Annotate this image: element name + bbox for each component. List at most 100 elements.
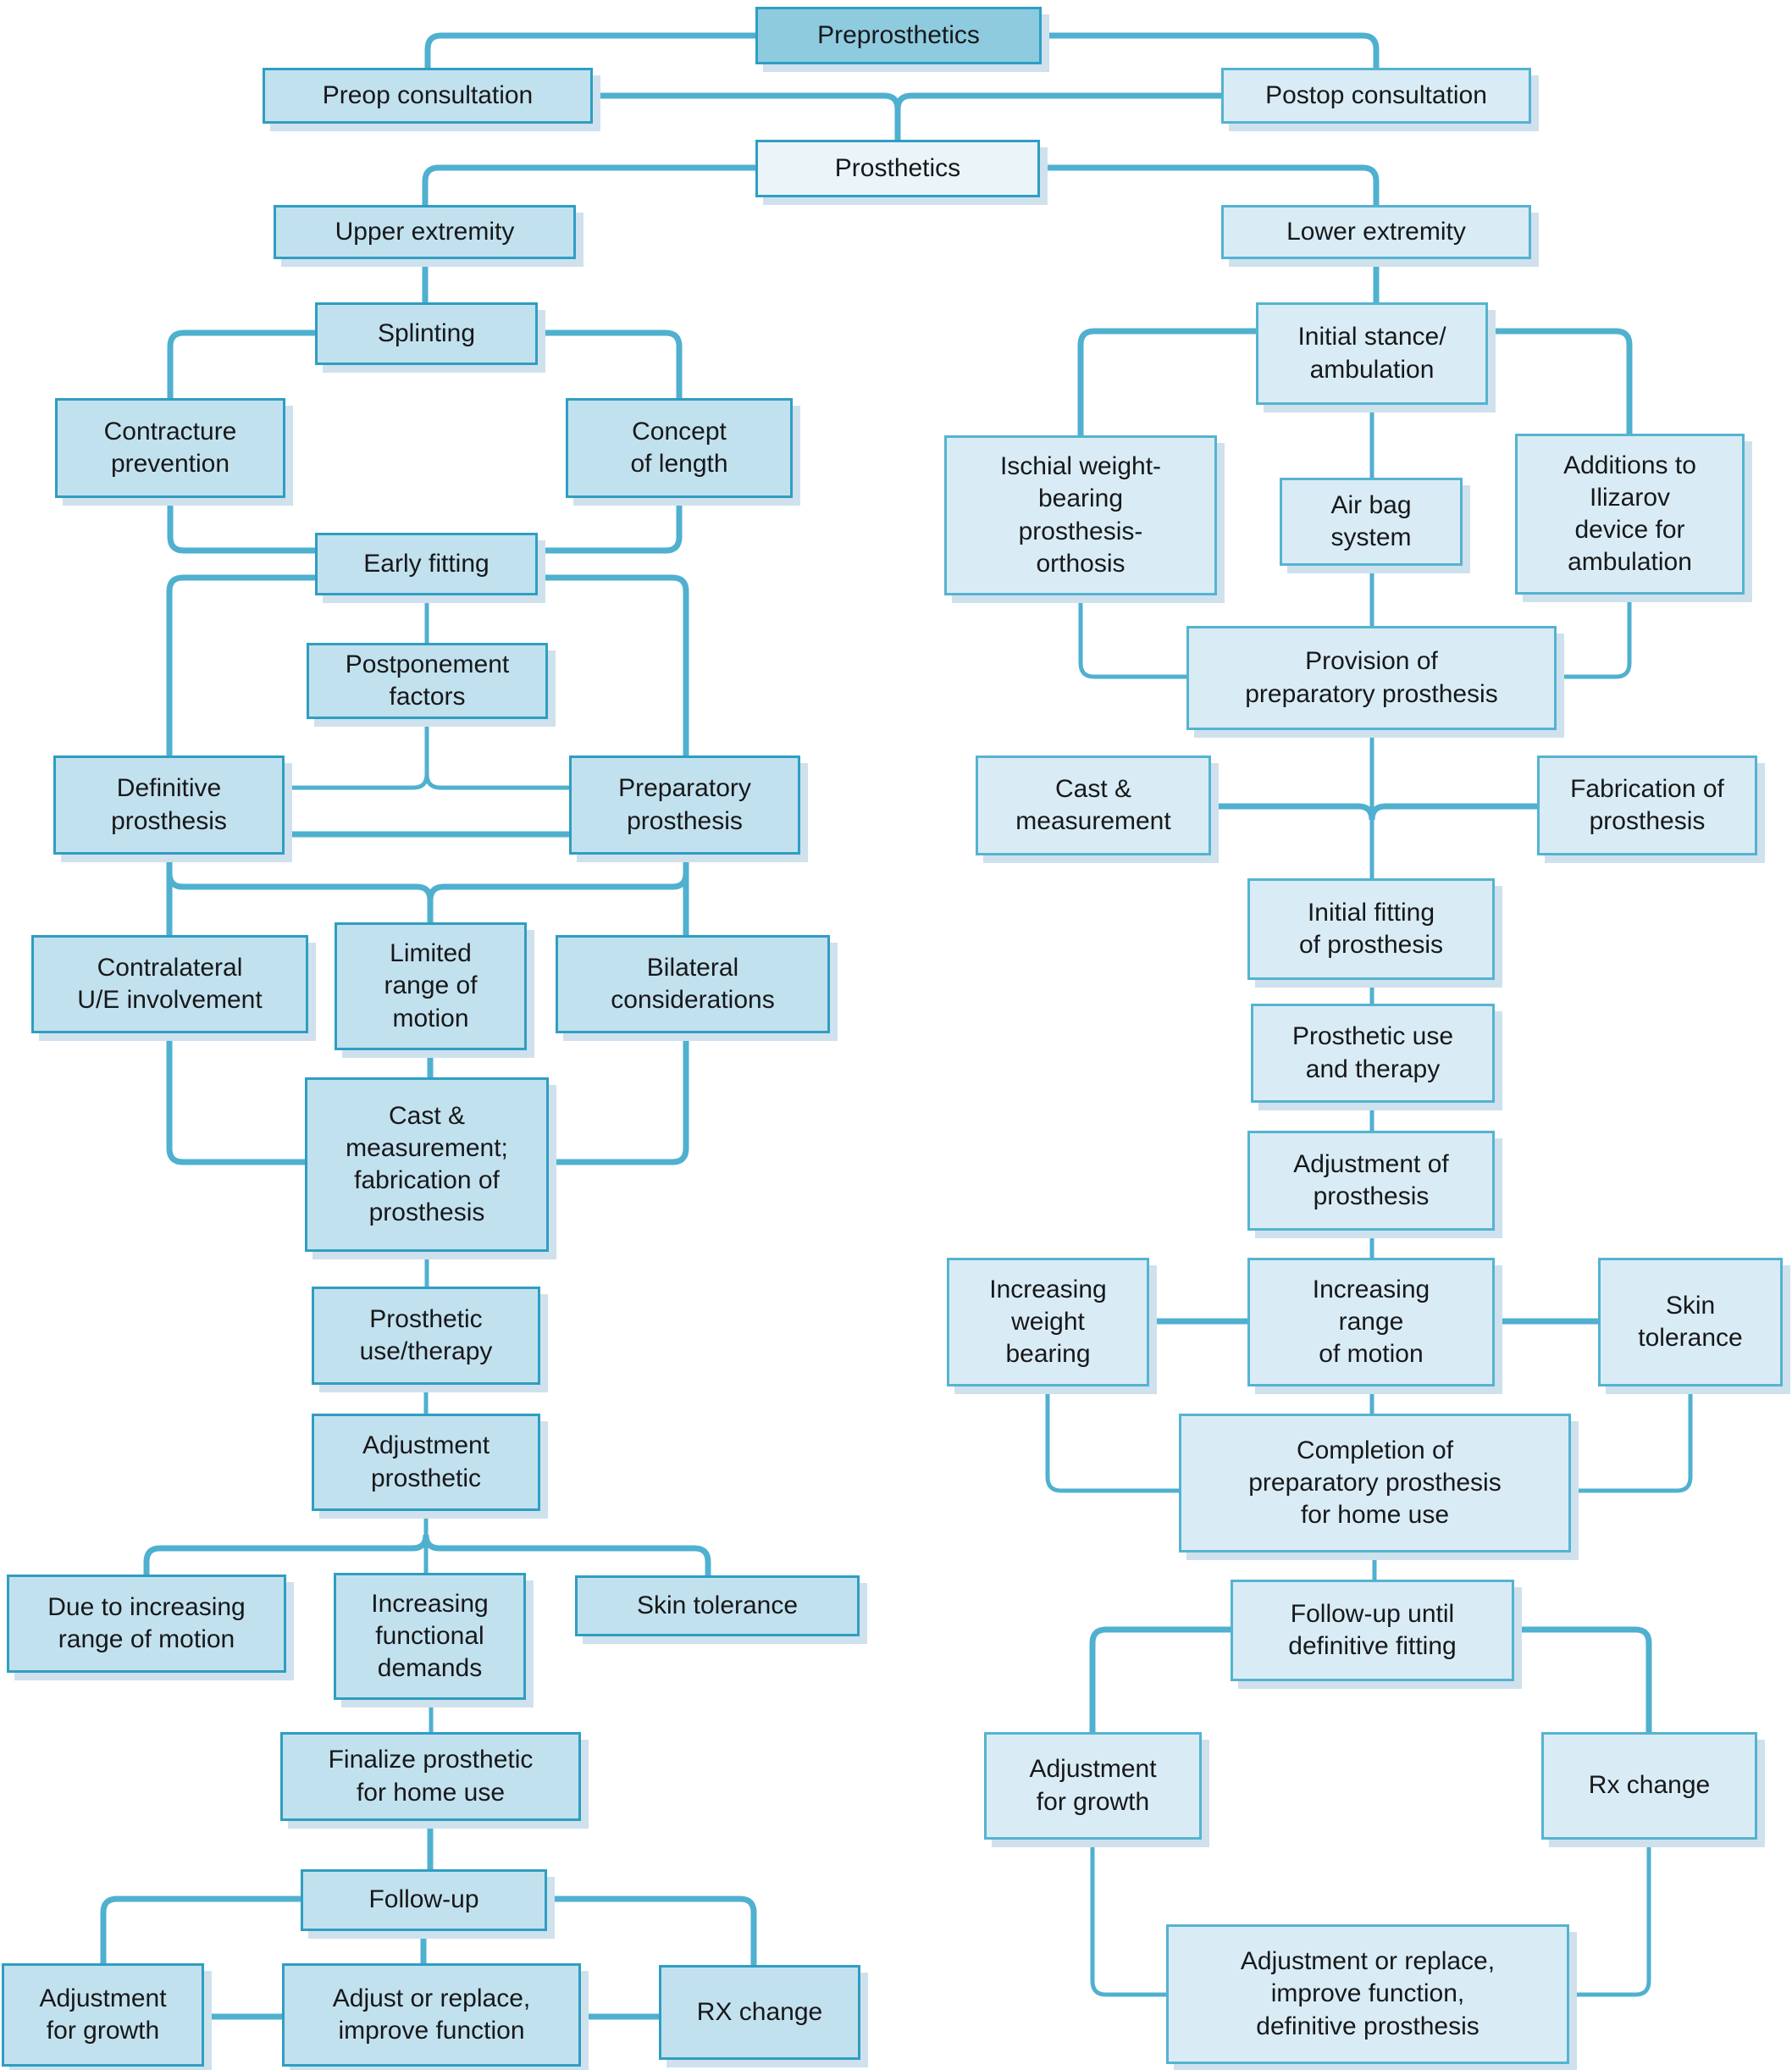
node-label-contralateral: Contralateral U/E involvement [77,953,263,1014]
node-label-skintol_r: Skin tolerance [1638,1291,1743,1352]
node-label-provision: Provision of preparatory prosthesis [1245,647,1498,708]
node-label-incwb: Increasing weight bearing [989,1275,1107,1369]
node-label-preop: Preop consultation [322,80,534,109]
node-limited: Limited range of motion [335,922,527,1050]
node-fudefinitive: Follow-up until definitive fitting [1231,1580,1514,1681]
node-label-adjgrowth_l: Adjustment for growth [39,1984,167,2045]
node-label-adjreplace_l: Adjust or replace, improve function [332,1984,531,2045]
node-preprosthetics: Preprosthetics [755,7,1042,64]
node-rxchange_r: Rx change [1541,1732,1757,1840]
node-postop: Postop consultation [1221,68,1531,124]
connector [166,872,434,924]
node-provision: Provision of preparatory prosthesis [1186,626,1557,730]
node-skintol_r: Skin tolerance [1598,1258,1783,1386]
connector [167,329,315,400]
node-label-dueto: Due to increasing range of motion [47,1592,246,1653]
connector [167,498,317,554]
node-incfunc: Increasing functional demands [334,1573,526,1700]
connector [1568,1840,1651,1997]
node-label-contracture: Contracture prevention [103,417,237,478]
node-early: Early fitting [315,533,538,595]
node-adjgrowth_r: Adjustment for growth [984,1732,1202,1840]
connector [538,329,683,400]
node-definitive: Definitive prosthesis [53,755,285,855]
node-label-postop: Postop consultation [1265,80,1487,109]
node-concept: Concept of length [566,398,793,498]
connector [1488,328,1633,435]
connector [1211,803,1375,821]
connector [894,92,1221,141]
node-label-preprosthetics: Preprosthetics [817,20,980,49]
node-castmeas_r: Cast & measurement [976,755,1211,855]
connector [1514,1626,1652,1734]
node-preparatory: Preparatory prosthesis [569,755,800,855]
node-adjpros: Adjustment prosthetic [312,1414,540,1511]
node-label-skintol_l: Skin tolerance [636,1591,799,1619]
node-label-adjustpros_r: Adjustment of prosthesis [1293,1149,1449,1210]
connector [1040,164,1380,207]
node-label-fudefinitive: Follow-up until definitive fitting [1288,1599,1457,1660]
node-adjgrowth_l: Adjustment for growth [2,1963,204,2067]
node-label-adjpros: Adjustment prosthetic [362,1431,490,1492]
node-label-splinting: Splinting [377,318,476,347]
node-label-ischial: Ischial weight- bearing prosthesis- orth… [999,452,1162,578]
node-label-fabrication: Fabrication of prosthesis [1570,774,1724,835]
connector [1369,803,1537,821]
node-lower: Lower extremity [1221,205,1531,259]
node-splinting: Splinting [315,302,538,365]
node-label-postponement: Postponement factors [345,650,510,711]
node-label-prosuse_r: Prosthetic use and therapy [1291,1022,1454,1083]
node-label-completion: Completion of preparatory prosthesis for… [1248,1436,1502,1530]
node-incrom: Increasing range of motion [1247,1258,1495,1386]
node-incwb: Increasing weight bearing [947,1258,1149,1386]
connector [1077,328,1256,437]
node-fabrication: Fabrication of prosthesis [1537,755,1757,855]
node-finalize: Finalize prosthetic for home use [280,1732,581,1821]
node-skintol_l: Skin tolerance [575,1575,860,1636]
node-prosuse_r: Prosthetic use and therapy [1251,1004,1495,1103]
connector [166,1033,307,1165]
node-followup: Follow-up [301,1869,547,1931]
node-adjustpros_r: Adjustment of prosthesis [1247,1131,1495,1231]
node-label-airbag: Air bag system [1330,490,1412,551]
node-label-prosthetics: Prosthetics [834,153,961,182]
connector [424,773,569,790]
connector [1090,1840,1168,1997]
connector [285,719,429,790]
node-airbag: Air bag system [1280,478,1463,566]
connector [100,1896,301,1965]
node-dueto: Due to increasing range of motion [7,1575,286,1673]
node-label-early: Early fitting [363,549,489,578]
node-label-preparatory: Preparatory prosthesis [618,774,751,835]
node-bilateral: Bilateral considerations [556,935,830,1033]
node-label-lower: Lower extremity [1286,217,1466,246]
connector [547,1033,689,1165]
connector [1045,1386,1181,1493]
node-label-additions: Additions to Ilizarov device for ambulat… [1563,451,1696,577]
node-initialfitting: Initial fitting of prosthesis [1247,878,1495,980]
connector [166,574,315,757]
node-postponement: Postponement factors [307,643,548,719]
node-adjreplace_l: Adjust or replace, improve function [282,1963,581,2067]
node-label-bilateral: Bilateral considerations [611,953,775,1014]
connector [143,1534,429,1575]
node-label-rxchange_l: RX change [696,1997,823,2026]
node-prosthetics: Prosthetics [755,140,1040,197]
connector [424,32,755,69]
connector [1078,595,1188,679]
connector [427,872,689,901]
connector [538,574,689,757]
node-label-initialfitting: Initial fitting of prosthesis [1298,898,1444,959]
node-adjreplace_r: Adjustment or replace, improve function,… [1166,1924,1569,2064]
node-label-adjreplace_r: Adjustment or replace, improve function,… [1240,1947,1496,2040]
node-contralateral: Contralateral U/E involvement [31,935,308,1033]
connector [423,1534,711,1575]
node-label-finalize: Finalize prosthetic for home use [328,1746,534,1807]
node-label-definitive: Definitive prosthesis [111,774,227,835]
node-label-incfunc: Increasing functional demands [371,1589,489,1683]
node-rxchange_l: RX change [659,1965,860,2060]
connector [1569,1386,1693,1493]
node-label-prosuse_l: Prosthetic use/therapy [359,1304,493,1365]
node-prosuse_l: Prosthetic use/therapy [312,1287,540,1385]
node-label-castmeas_l: Cast & measurement; fabrication of prost… [346,1101,508,1227]
